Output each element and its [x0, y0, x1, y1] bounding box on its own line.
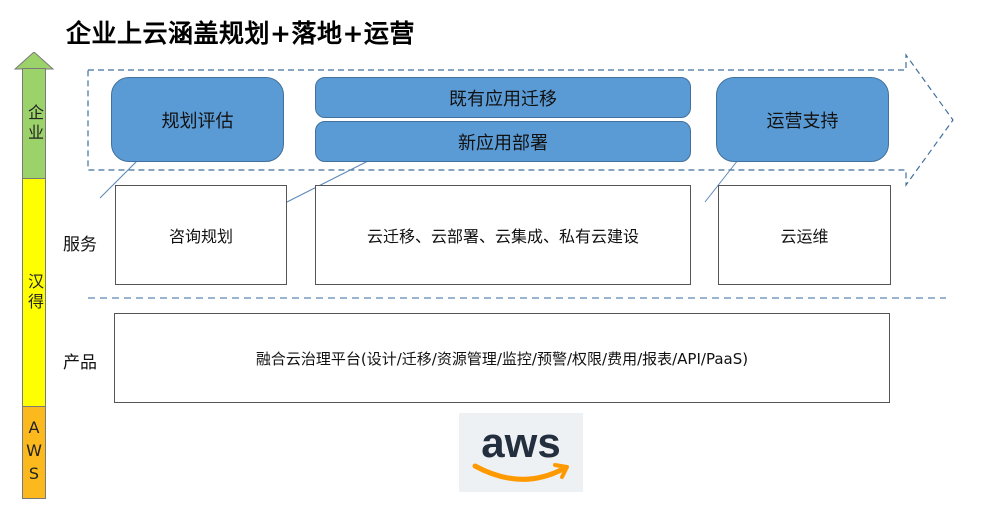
service-cloud-work-label: 云迁移、云部署、云集成、私有云建设 — [366, 227, 639, 246]
aws-logo: aws — [459, 413, 583, 492]
operations-support-label: 运营支持 — [766, 110, 839, 132]
product-platform: 融合云治理平台(设计/迁移/资源管理/监控/预警/权限/费用/报表/API/Pa… — [114, 313, 890, 403]
layer-hande: 汉得 — [22, 178, 46, 406]
row-label-product: 产品 — [63, 353, 97, 373]
layer-enterprise-label: 企业 — [25, 103, 44, 144]
planning-assessment-label: 规划评估 — [161, 110, 234, 132]
service-consulting: 咨询规划 — [115, 185, 287, 285]
service-cloud-ops: 云运维 — [718, 185, 891, 285]
existing-app-migration: 既有应用迁移 — [315, 77, 691, 118]
layer-enterprise: 企业 — [22, 68, 46, 178]
row-label-service: 服务 — [63, 235, 97, 255]
aws-logo-icon: aws — [472, 419, 569, 482]
existing-app-migration-label: 既有应用迁移 — [449, 88, 557, 110]
service-cloud-work: 云迁移、云部署、云集成、私有云建设 — [315, 185, 691, 285]
layer-aws-label: AWS — [24, 418, 44, 487]
product-platform-label: 融合云治理平台(设计/迁移/资源管理/监控/预警/权限/费用/报表/API/Pa… — [255, 349, 749, 368]
layer-aws: AWS — [22, 406, 46, 499]
service-cloud-ops-label: 云运维 — [780, 227, 829, 246]
planning-assessment: 规划评估 — [111, 77, 284, 162]
new-app-deployment-label: 新应用部署 — [458, 132, 548, 154]
operations-support: 运营支持 — [716, 77, 889, 162]
service-consulting-label: 咨询规划 — [168, 227, 233, 246]
aws-logo-text: aws — [481, 419, 560, 466]
new-app-deployment: 新应用部署 — [315, 121, 691, 162]
layer-hande-label: 汉得 — [25, 272, 44, 313]
page-title: 企业上云涵盖规划+落地+运营 — [66, 19, 415, 48]
